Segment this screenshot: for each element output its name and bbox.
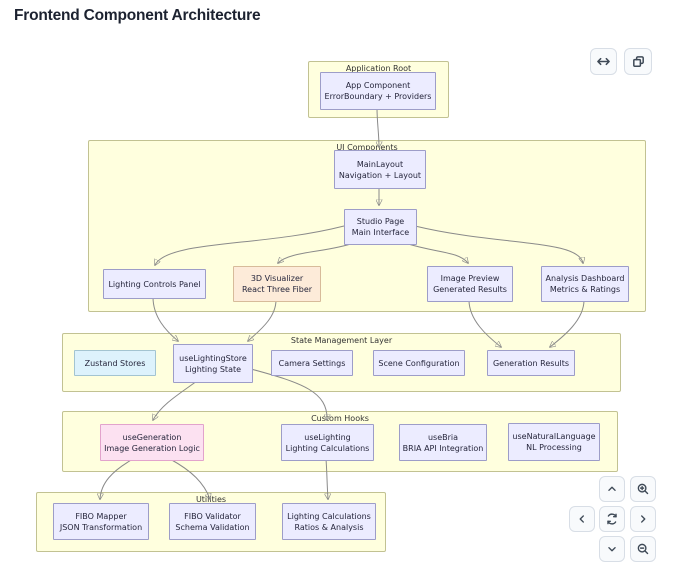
node-label: Lighting State: [184, 364, 242, 374]
node-label: Generation Results: [492, 358, 570, 368]
node-label: Analysis Dashboard: [545, 274, 625, 283]
node-camera-settings: Camera Settings: [271, 350, 353, 376]
node-label: Camera Settings: [278, 358, 346, 368]
page-title: Frontend Component Architecture: [14, 7, 261, 24]
node-use-lighting: useLighting Lighting Calculations: [281, 424, 374, 461]
node-label: Lighting Controls Panel: [108, 279, 201, 289]
node-use-bria: useBria BRIA API Integration: [399, 424, 487, 461]
node-label: JSON Transformation: [59, 522, 143, 532]
node-label: Navigation + Layout: [338, 170, 422, 180]
node-label: Image Preview: [440, 274, 500, 283]
fit-width-icon: [597, 57, 610, 66]
zoom-in-icon: [637, 483, 649, 495]
node-studio-page: Studio Page Main Interface: [344, 209, 417, 245]
node-fibo-validator: FIBO Validator Schema Validation: [169, 503, 256, 540]
reset-view-icon: [607, 513, 617, 525]
node-scene-configuration: Scene Configuration: [373, 350, 465, 376]
node-label: NL Processing: [526, 443, 582, 452]
node-lighting-calculations: Lighting Calculations Ratios & Analysis: [282, 503, 376, 540]
node-label: Lighting Calculations: [285, 443, 370, 453]
node-label: App Component: [345, 81, 411, 90]
copy-button[interactable]: [624, 48, 652, 75]
node-label: Generated Results: [433, 285, 507, 294]
group-label: State Management Layer: [290, 336, 393, 345]
chevron-right-icon: [640, 515, 646, 523]
node-label: 3D Visualizer: [250, 274, 304, 283]
zoom-out-button[interactable]: [630, 536, 656, 562]
pan-left-button[interactable]: [569, 506, 595, 532]
node-main-layout: MainLayout Navigation + Layout: [334, 150, 426, 189]
node-label: useNaturalLanguage: [512, 432, 596, 441]
fit-width-button[interactable]: [590, 48, 617, 75]
node-label: ErrorBoundary + Providers: [324, 92, 432, 101]
node-label: Zustand Stores: [84, 358, 146, 368]
node-label: useLightingStore: [179, 353, 247, 363]
node-use-lighting-store: useLightingStore Lighting State: [173, 344, 253, 383]
group-label: Application Root: [345, 64, 412, 73]
group-label: Custom Hooks: [311, 414, 369, 423]
pan-down-button[interactable]: [599, 536, 625, 562]
chevron-up-icon: [608, 486, 616, 492]
node-label: useLighting: [304, 432, 351, 442]
node-label: Lighting Calculations: [287, 511, 371, 521]
node-fibo-mapper: FIBO Mapper JSON Transformation: [53, 503, 149, 540]
node-label: Studio Page: [356, 217, 405, 226]
node-zustand-stores: Zustand Stores: [74, 350, 156, 376]
pan-right-button[interactable]: [630, 506, 656, 532]
node-analysis-dashboard: Analysis Dashboard Metrics & Ratings: [541, 266, 629, 302]
node-label: Ratios & Analysis: [294, 522, 364, 532]
node-label: FIBO Validator: [184, 511, 241, 521]
chevron-down-icon: [608, 546, 616, 552]
node-use-generation: useGeneration Image Generation Logic: [100, 424, 204, 461]
node-label: FIBO Mapper: [75, 511, 127, 521]
node-use-natural-language: useNaturalLanguage NL Processing: [508, 423, 600, 461]
node-label: useBria: [427, 432, 459, 442]
node-3d-visualizer: 3D Visualizer React Three Fiber: [233, 266, 321, 302]
node-generation-results: Generation Results: [487, 350, 575, 376]
zoom-in-button[interactable]: [630, 476, 656, 502]
node-label: Metrics & Ratings: [549, 285, 621, 294]
node-label: MainLayout: [356, 159, 404, 169]
node-label: Main Interface: [351, 228, 410, 237]
node-app-component: App Component ErrorBoundary + Providers: [320, 72, 436, 110]
node-label: Scene Configuration: [378, 358, 460, 368]
node-lighting-controls-panel: Lighting Controls Panel: [103, 269, 206, 299]
pan-up-button[interactable]: [599, 476, 625, 502]
node-image-preview: Image Preview Generated Results: [427, 266, 513, 302]
node-label: BRIA API Integration: [402, 443, 484, 453]
copy-icon: [632, 56, 644, 67]
zoom-out-icon: [637, 543, 649, 555]
chevron-left-icon: [579, 515, 585, 523]
node-label: useGeneration: [122, 432, 182, 442]
node-label: React Three Fiber: [241, 285, 313, 294]
reset-view-button[interactable]: [599, 506, 625, 532]
node-label: Schema Validation: [175, 522, 250, 532]
group-label: UI Components: [336, 143, 398, 152]
node-label: Image Generation Logic: [104, 443, 200, 453]
